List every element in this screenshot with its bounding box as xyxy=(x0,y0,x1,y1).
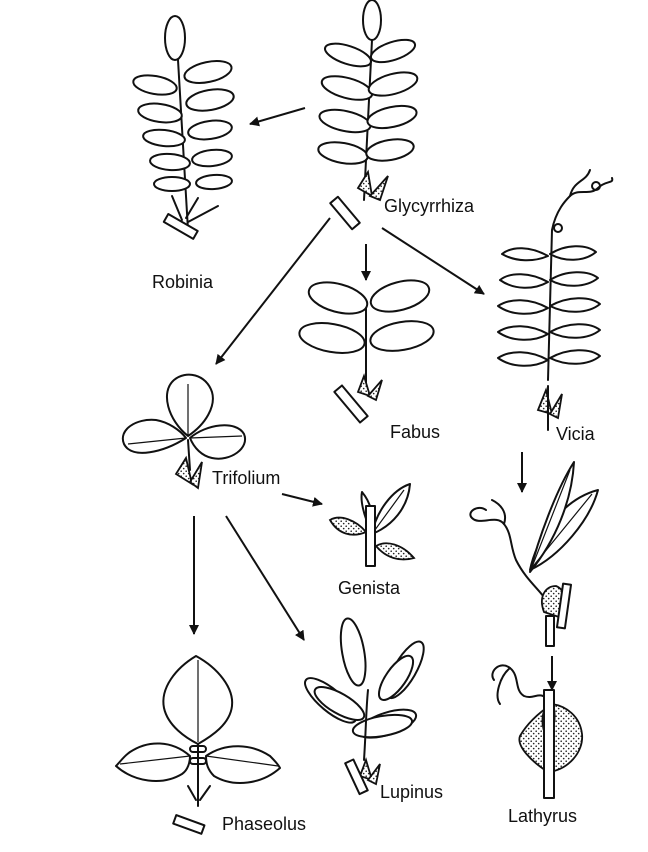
arrow-glycyrrhiza-to-vicia xyxy=(381,227,485,295)
fabus-leaf-drawing xyxy=(298,279,435,424)
robinia-leaf-drawing xyxy=(132,15,235,240)
arrow-glycyrrhiza-to-robinia xyxy=(249,107,306,127)
genista-leaf-drawing xyxy=(328,483,416,567)
arrow-glycyrrhiza-to-trifolium xyxy=(215,217,331,365)
arrows xyxy=(189,107,557,691)
label-glycyrrhiza: Glycyrrhiza xyxy=(384,196,475,216)
label-phaseolus: Phaseolus xyxy=(222,814,306,834)
arrow-trifolium-to-lupinus xyxy=(225,515,305,641)
phaseolus-leaf-drawing xyxy=(115,655,281,835)
label-vicia: Vicia xyxy=(556,424,596,444)
lathyrus-leaf-drawing xyxy=(491,664,583,799)
label-lathyrus: Lathyrus xyxy=(508,806,577,826)
label-fabus: Fabus xyxy=(390,422,440,442)
label-genista: Genista xyxy=(338,578,401,598)
trifolium-leaf-drawing xyxy=(121,373,247,490)
lupinus-leaf-drawing xyxy=(304,617,425,796)
label-lupinus: Lupinus xyxy=(380,782,443,802)
label-trifolium: Trifolium xyxy=(212,468,280,488)
vicia-leaf-drawing xyxy=(497,169,614,431)
arrow-trifolium-to-genista xyxy=(281,493,323,507)
label-robinia: Robinia xyxy=(152,272,214,292)
lathyrus-intermediate-drawing xyxy=(469,461,599,647)
glycyrrhiza-leaf-drawing xyxy=(317,0,419,231)
